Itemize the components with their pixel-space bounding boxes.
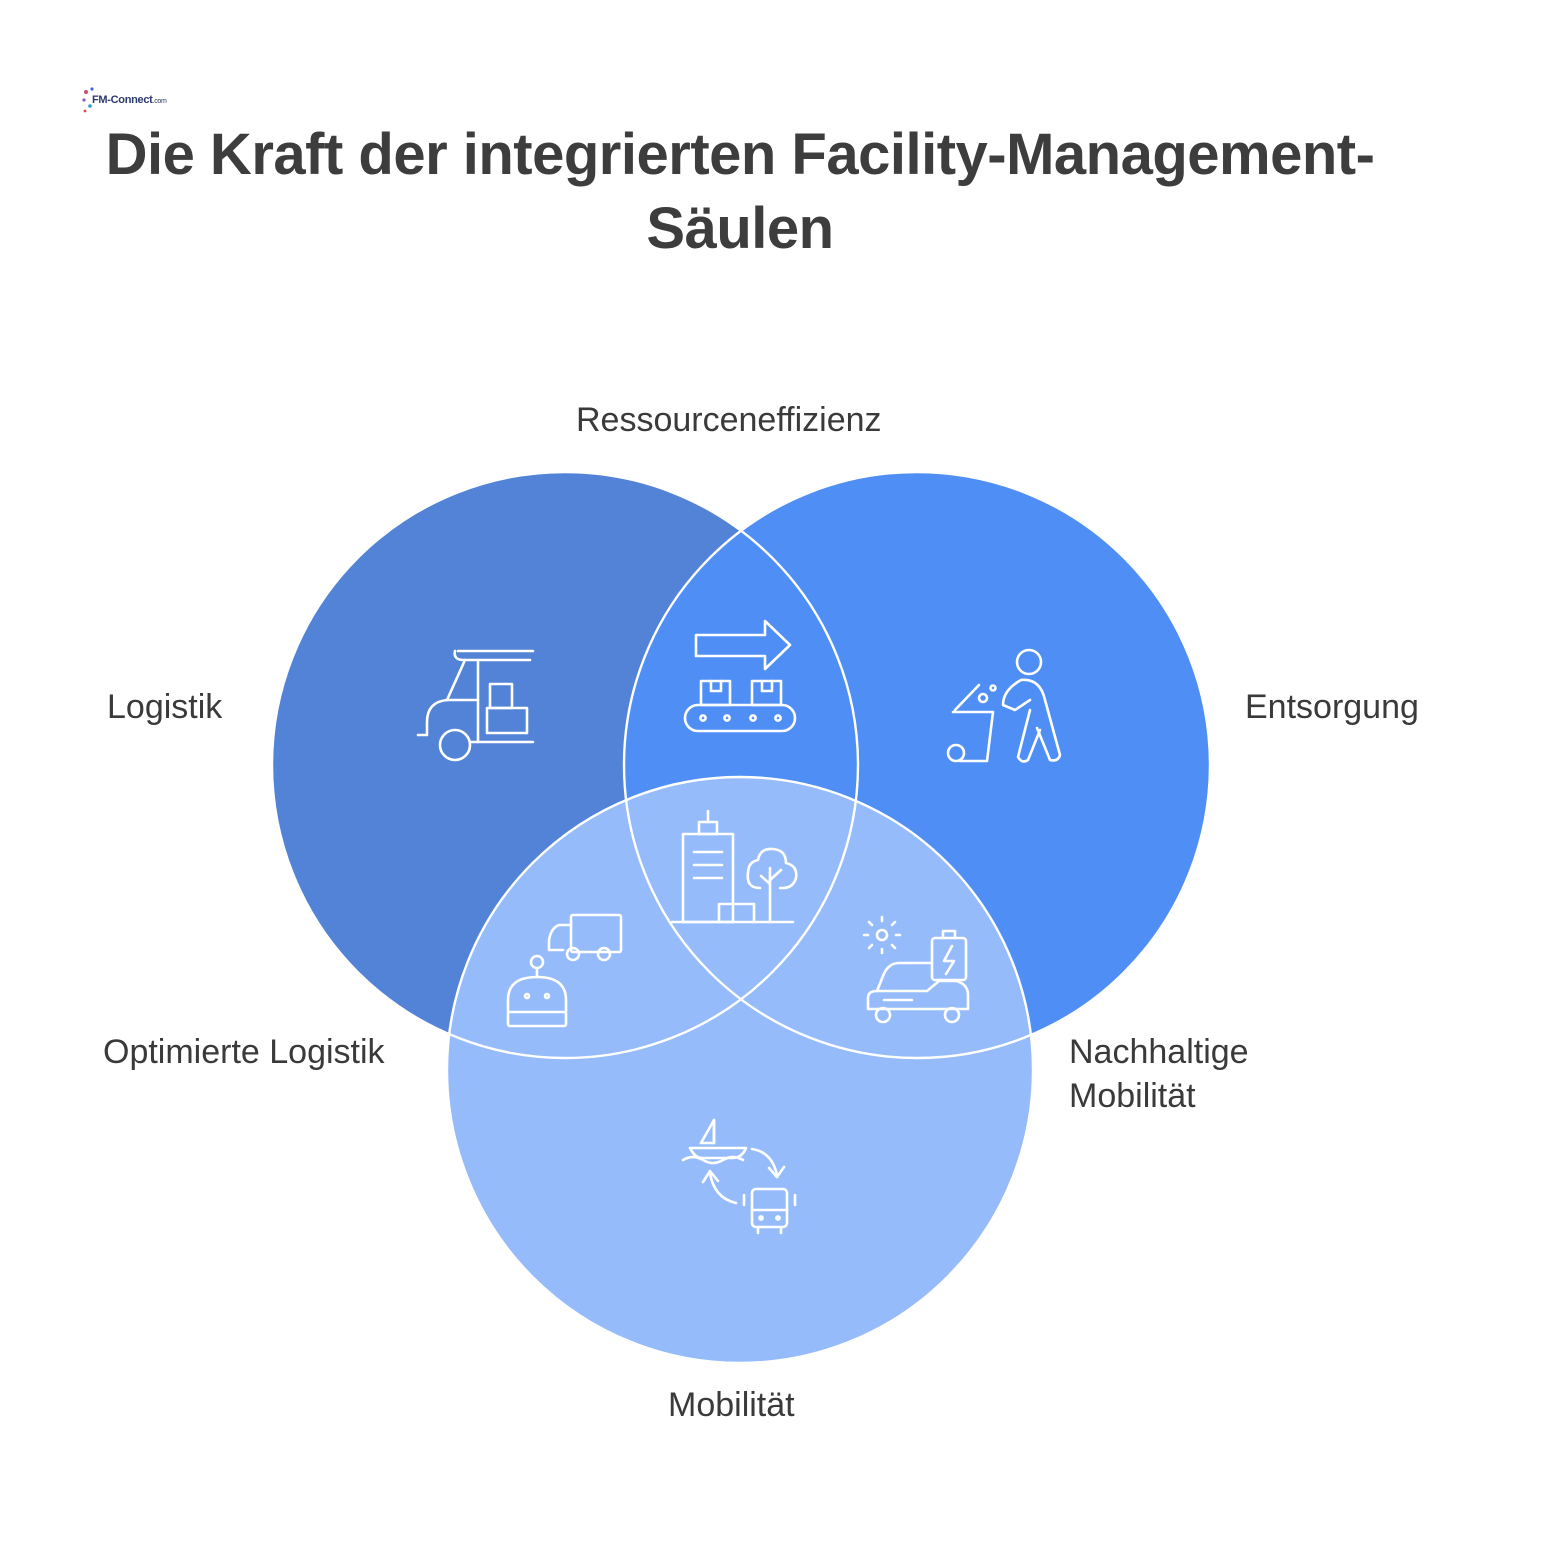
label-ressourceneffizienz: Ressourceneffizienz: [576, 401, 882, 439]
label-nachhaltige-line-2: Mobilität: [1069, 1077, 1196, 1115]
label-mobilitaet: Mobilität: [668, 1386, 795, 1424]
title-line-1: Die Kraft der integrierten Facility-Mana…: [105, 122, 1375, 187]
robot-truck-icon: [506, 913, 623, 1028]
label-entsorgung: Entsorgung: [1245, 688, 1419, 726]
person-waste-bin-icon: [946, 648, 1062, 763]
cart-with-boxes-icon: [416, 649, 535, 762]
label-logistik: Logistik: [107, 688, 223, 726]
logo-text: FM-Connect.com: [92, 94, 167, 106]
venn-outlines: [270, 470, 1212, 1365]
boat-bus-cycle-icon: [681, 1118, 797, 1235]
page-title: Die Kraft der integrierten Facility-Mana…: [60, 118, 1420, 266]
label-nachhaltige-line-1: Nachhaltige: [1069, 1033, 1249, 1071]
label-optimierte-logistik: Optimierte Logistik: [103, 1033, 385, 1071]
building-tree-icon: [670, 809, 798, 924]
label-nachhaltige-mobilitaet: Nachhaltige Mobilität: [1069, 1030, 1249, 1118]
venn-circle-mobilitaet: [447, 777, 1033, 1363]
electric-car-battery-icon: [862, 915, 970, 1024]
logo: FM-Connect.com: [80, 84, 167, 118]
logo-mark-icon: [82, 87, 94, 113]
title-line-2: Säulen: [646, 196, 834, 261]
conveyor-arrow-icon: [683, 619, 797, 733]
